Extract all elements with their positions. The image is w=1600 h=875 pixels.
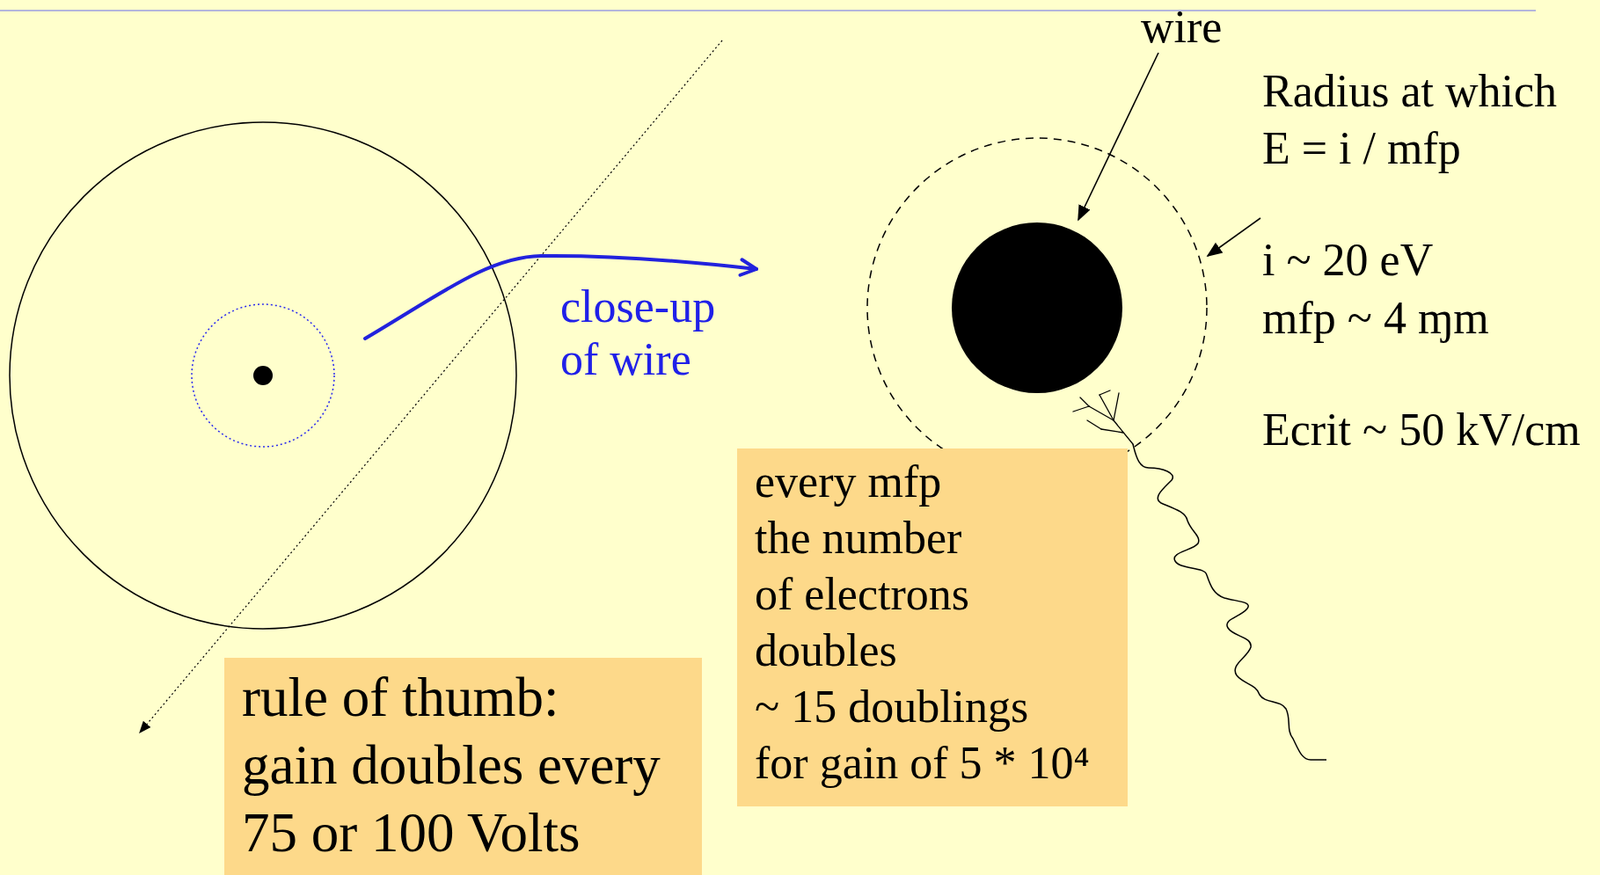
particle-track [139, 40, 723, 733]
note-box: every mfp the number of electrons double… [737, 448, 1128, 807]
ionization-label: i ~ 20 eV [1262, 233, 1433, 288]
wire-closeup [951, 222, 1123, 394]
avalanche-branch [1099, 394, 1114, 421]
condition-label: Radius at which E = i / mfp [1262, 62, 1557, 177]
avalanche-branch [1073, 406, 1089, 412]
chamber-outline [9, 122, 517, 629]
mean-free-path-label: mfp ~ 4 ɱm [1262, 291, 1490, 346]
avalanche-branch [1087, 420, 1102, 430]
leader-line [1078, 52, 1159, 220]
leader-line [1207, 218, 1261, 256]
title-rule [0, 9, 1536, 12]
avalanche [1073, 390, 1133, 445]
anode-wire [253, 365, 273, 386]
note-box: rule of thumb: gain doubles every 75 or … [224, 657, 702, 875]
note-text: every mfp the number of electrons double… [754, 453, 1111, 792]
closeup-label: close-up of wire [560, 280, 716, 387]
closeup-region [191, 304, 335, 447]
critical-field-label: Ecrit ~ 50 kV/cm [1262, 402, 1581, 458]
electron-drift-path [1132, 444, 1327, 760]
wire-label: wire [1140, 0, 1222, 55]
avalanche-branch [1099, 390, 1111, 395]
avalanche-branch [1080, 397, 1089, 407]
avalanche-branch [1113, 393, 1119, 421]
note-text: rule of thumb: gain doubles every 75 or … [241, 664, 685, 868]
avalanche-branch [1101, 429, 1124, 433]
critical-radius [867, 138, 1207, 478]
